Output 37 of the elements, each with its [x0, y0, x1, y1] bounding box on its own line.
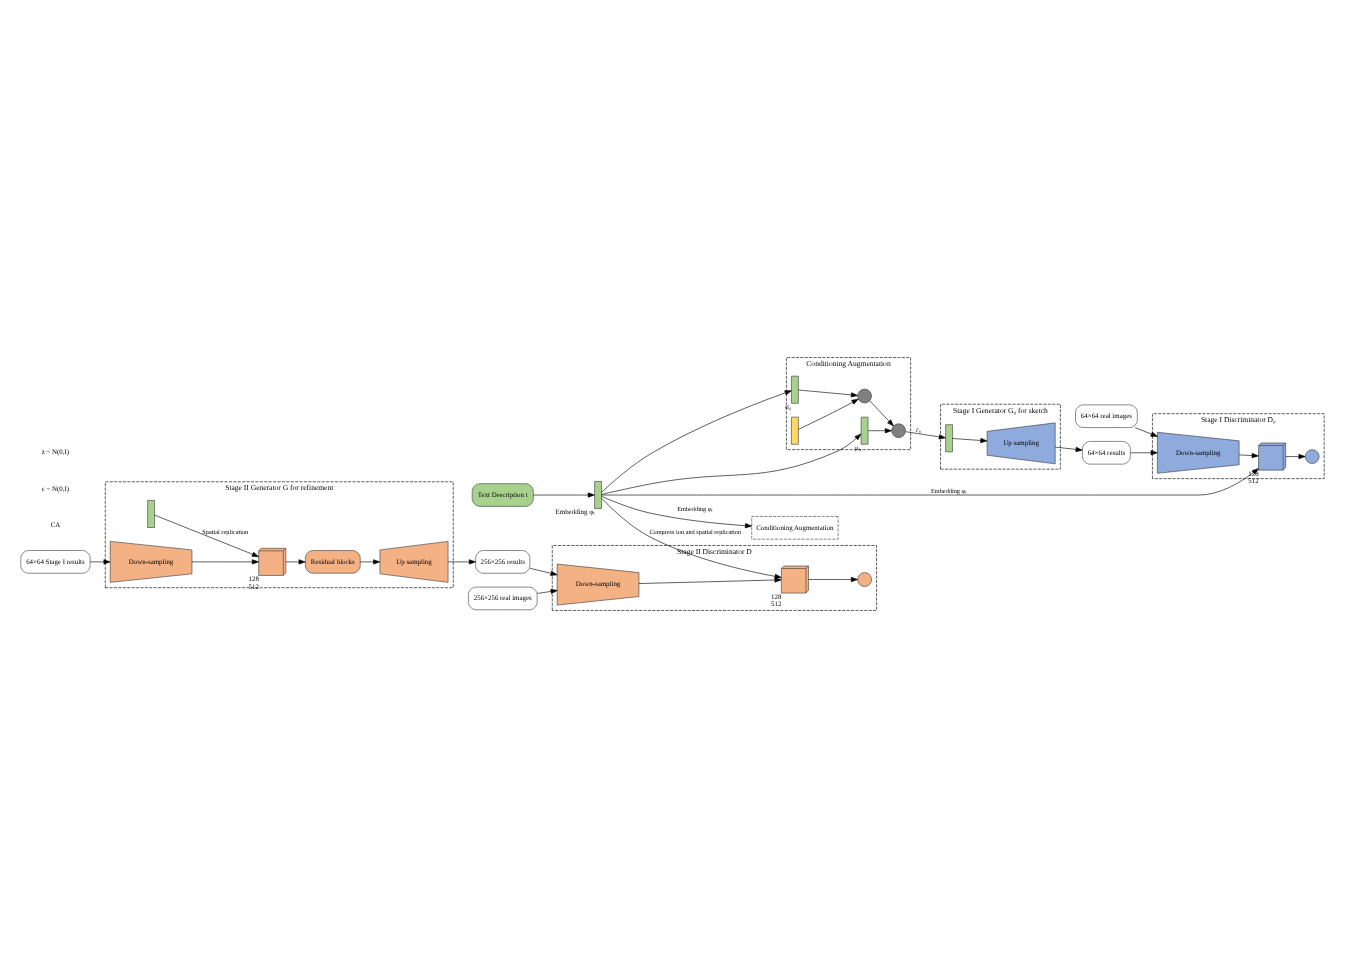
- node-bar: [860, 415, 869, 444]
- arrow: [601, 389, 792, 492]
- arrow: [191, 558, 259, 564]
- arrow: [1238, 452, 1259, 458]
- arrow: [1054, 445, 1083, 451]
- arrow: [867, 427, 892, 433]
- arrow: [798, 388, 858, 397]
- arrow: [1130, 449, 1158, 455]
- node-circle: [1304, 448, 1320, 463]
- arrow: [89, 558, 111, 564]
- node-bar: [594, 480, 602, 508]
- arrow: [952, 436, 988, 442]
- arrow: [285, 558, 306, 564]
- arrow: [808, 576, 858, 582]
- arrow: [601, 432, 862, 494]
- node-circle: [891, 422, 906, 437]
- arrow: [447, 558, 476, 564]
- arrow: [798, 397, 859, 429]
- arrow: [533, 491, 595, 497]
- node-bar: [147, 499, 155, 527]
- node-bar: [791, 374, 799, 403]
- arrow: [1134, 426, 1158, 436]
- node-bar: [791, 415, 799, 444]
- arrow: [359, 558, 381, 564]
- arrow: [905, 430, 946, 439]
- node-bar: [945, 423, 953, 452]
- node-circle: [857, 571, 872, 586]
- arrow: [154, 513, 259, 556]
- arrow: [529, 567, 558, 575]
- arrow: [638, 576, 782, 583]
- arrow: [1285, 453, 1306, 459]
- arrow: [869, 399, 894, 426]
- arrow: [601, 495, 752, 528]
- arrow: [601, 497, 782, 578]
- arrow: [601, 467, 1259, 495]
- node-circle: [857, 387, 872, 403]
- arrow: [537, 587, 558, 593]
